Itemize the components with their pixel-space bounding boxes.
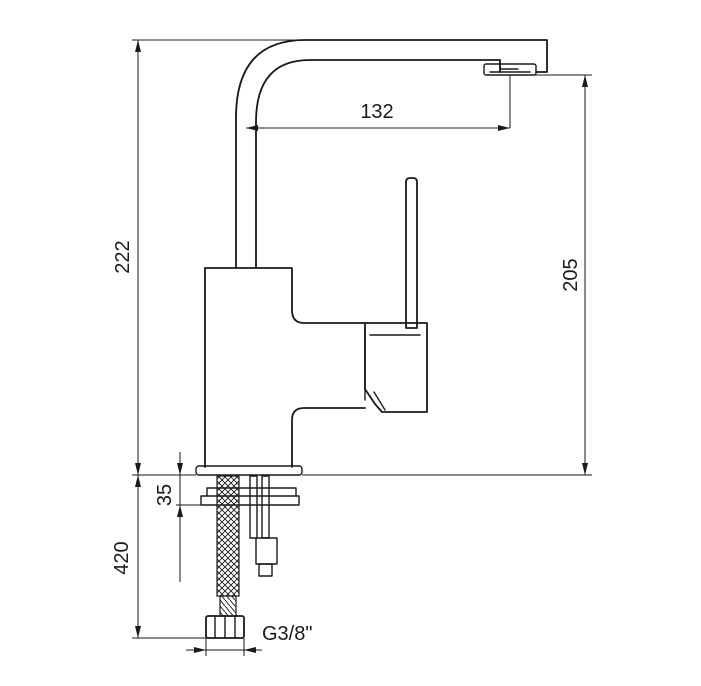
dimension-spout-reach: 132 <box>246 75 511 131</box>
deck-thickness-label: 35 <box>154 484 176 506</box>
dimension-spout-height: 205 <box>302 74 592 476</box>
mounting-stud <box>249 475 278 577</box>
faucet-body <box>204 177 428 468</box>
dimension-hose-length: 420 <box>111 475 206 639</box>
hose-length-label: 420 <box>111 541 133 574</box>
spout-height-label: 205 <box>560 258 582 291</box>
dimension-connection-thread: G3/8" <box>186 623 312 656</box>
deck-base <box>195 465 303 506</box>
dimension-total-height: 222 <box>112 39 300 476</box>
faucet-spout <box>235 39 548 269</box>
spout-reach-label: 132 <box>360 101 393 123</box>
connection-thread-label: G3/8" <box>262 623 312 645</box>
dimension-deck-thickness: 35 <box>154 452 201 582</box>
flexible-hose <box>205 475 245 639</box>
total-height-label: 222 <box>112 240 134 273</box>
